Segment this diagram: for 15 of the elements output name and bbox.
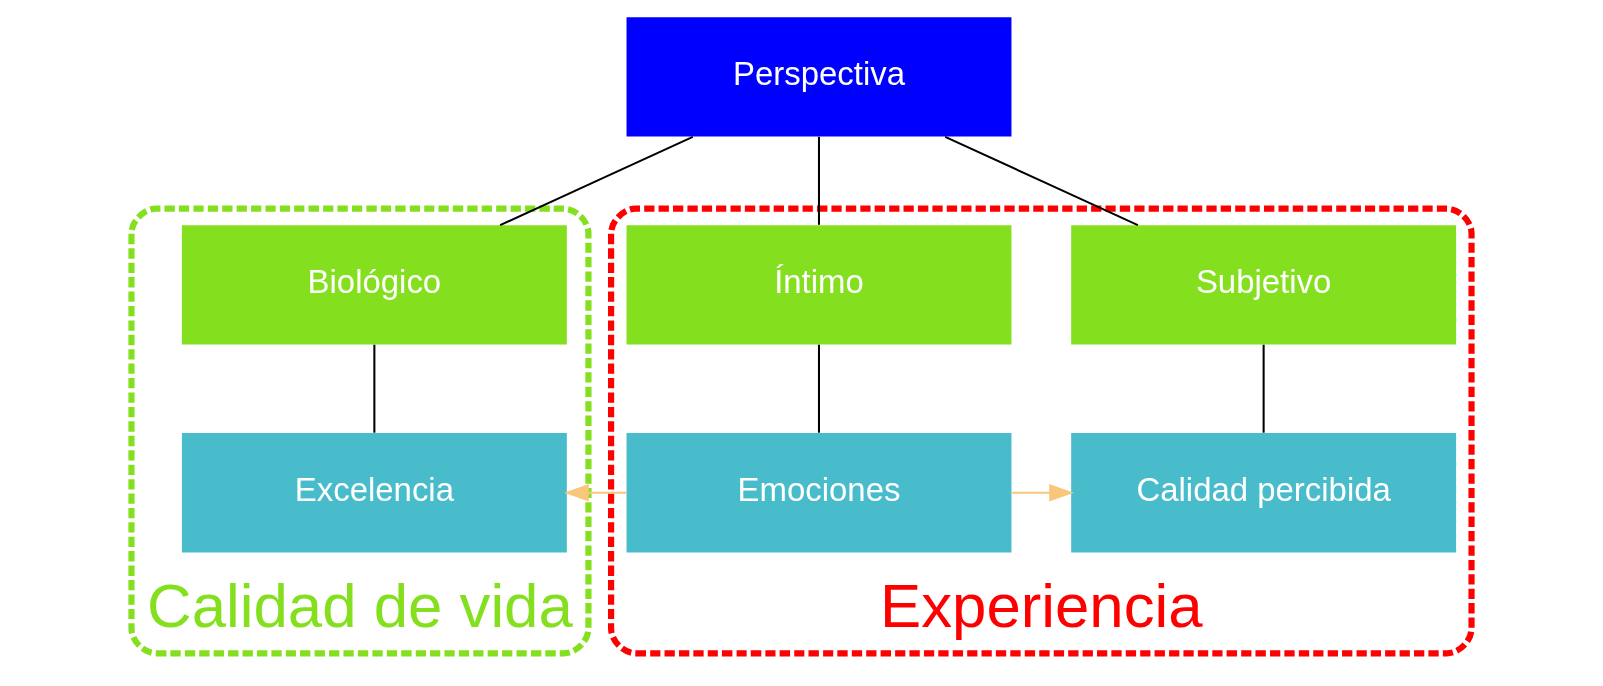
connector bbox=[373, 344, 376, 433]
node-box: Excelencia bbox=[181, 432, 567, 552]
node-box: Emociones bbox=[626, 432, 1012, 552]
node-box: Íntimo bbox=[626, 224, 1012, 345]
connector bbox=[944, 135, 1139, 226]
arrow bbox=[564, 483, 627, 501]
node-box: Subjetivo bbox=[1071, 224, 1457, 345]
node-box: Perspectiva bbox=[626, 16, 1012, 137]
arrow bbox=[1011, 483, 1074, 501]
connector bbox=[1262, 344, 1265, 433]
connector bbox=[817, 136, 821, 225]
connector bbox=[817, 344, 821, 433]
connector bbox=[499, 135, 694, 226]
node-box: Biológico bbox=[181, 224, 567, 345]
node-box: Calidad percibida bbox=[1071, 432, 1457, 552]
